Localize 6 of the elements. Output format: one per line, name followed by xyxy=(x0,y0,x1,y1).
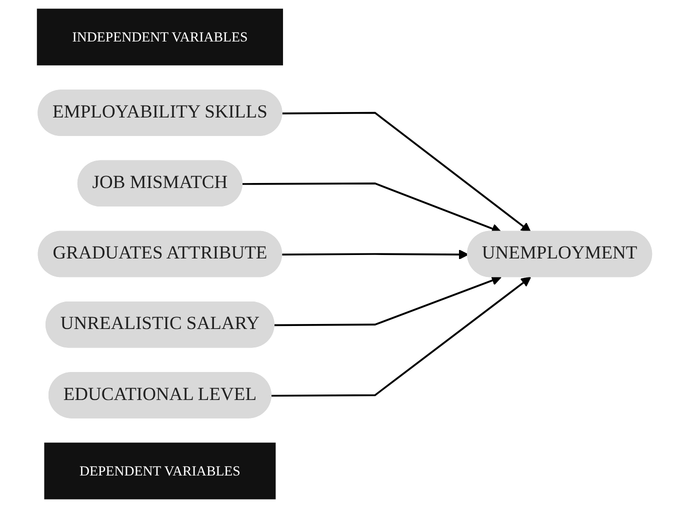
node-box: INDEPENDENT VARIABLES xyxy=(36,8,284,66)
arrow xyxy=(282,112,532,232)
node-box: DEPENDENT VARIABLES xyxy=(44,442,276,500)
arrow xyxy=(271,276,532,397)
arrow xyxy=(282,249,469,260)
arrow xyxy=(274,276,502,326)
